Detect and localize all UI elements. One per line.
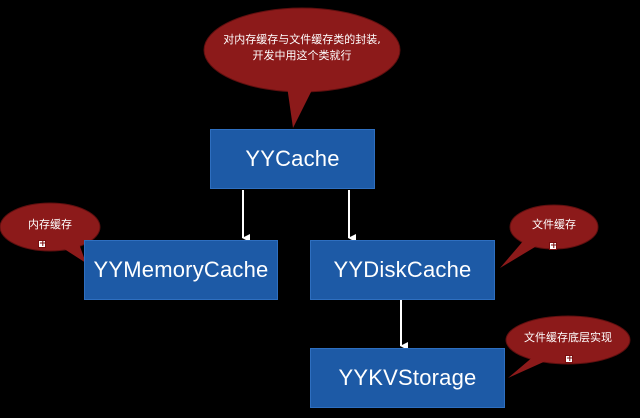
node-yydiskcache: YYDiskCache bbox=[310, 240, 495, 300]
callout-disk bbox=[500, 204, 599, 268]
node-yycache: YYCache bbox=[210, 129, 375, 189]
callout-top bbox=[203, 7, 401, 128]
node-yymemorycache: YYMemoryCache bbox=[84, 240, 278, 300]
node-yykvstorage: YYKVStorage bbox=[310, 348, 505, 408]
expand-disk-note-icon[interactable]: + bbox=[549, 241, 558, 251]
expand-kv-note-icon[interactable]: + bbox=[565, 354, 574, 364]
callout-top-line1: 对内存缓存与文件缓存类的封装, bbox=[223, 33, 381, 46]
callout-kv bbox=[505, 315, 631, 378]
callout-memory-text: 内存缓存 bbox=[28, 218, 72, 231]
callout-top-text: 对内存缓存与文件缓存类的封装, 开发中用这个类就行 bbox=[214, 32, 390, 64]
callout-kv-text: 文件缓存底层实现 bbox=[524, 331, 612, 344]
expand-memory-note-icon[interactable]: + bbox=[38, 239, 47, 249]
callout-top-line2: 开发中用这个类就行 bbox=[252, 48, 352, 62]
callout-memory bbox=[0, 202, 101, 263]
callout-disk-text: 文件缓存 bbox=[532, 218, 576, 231]
